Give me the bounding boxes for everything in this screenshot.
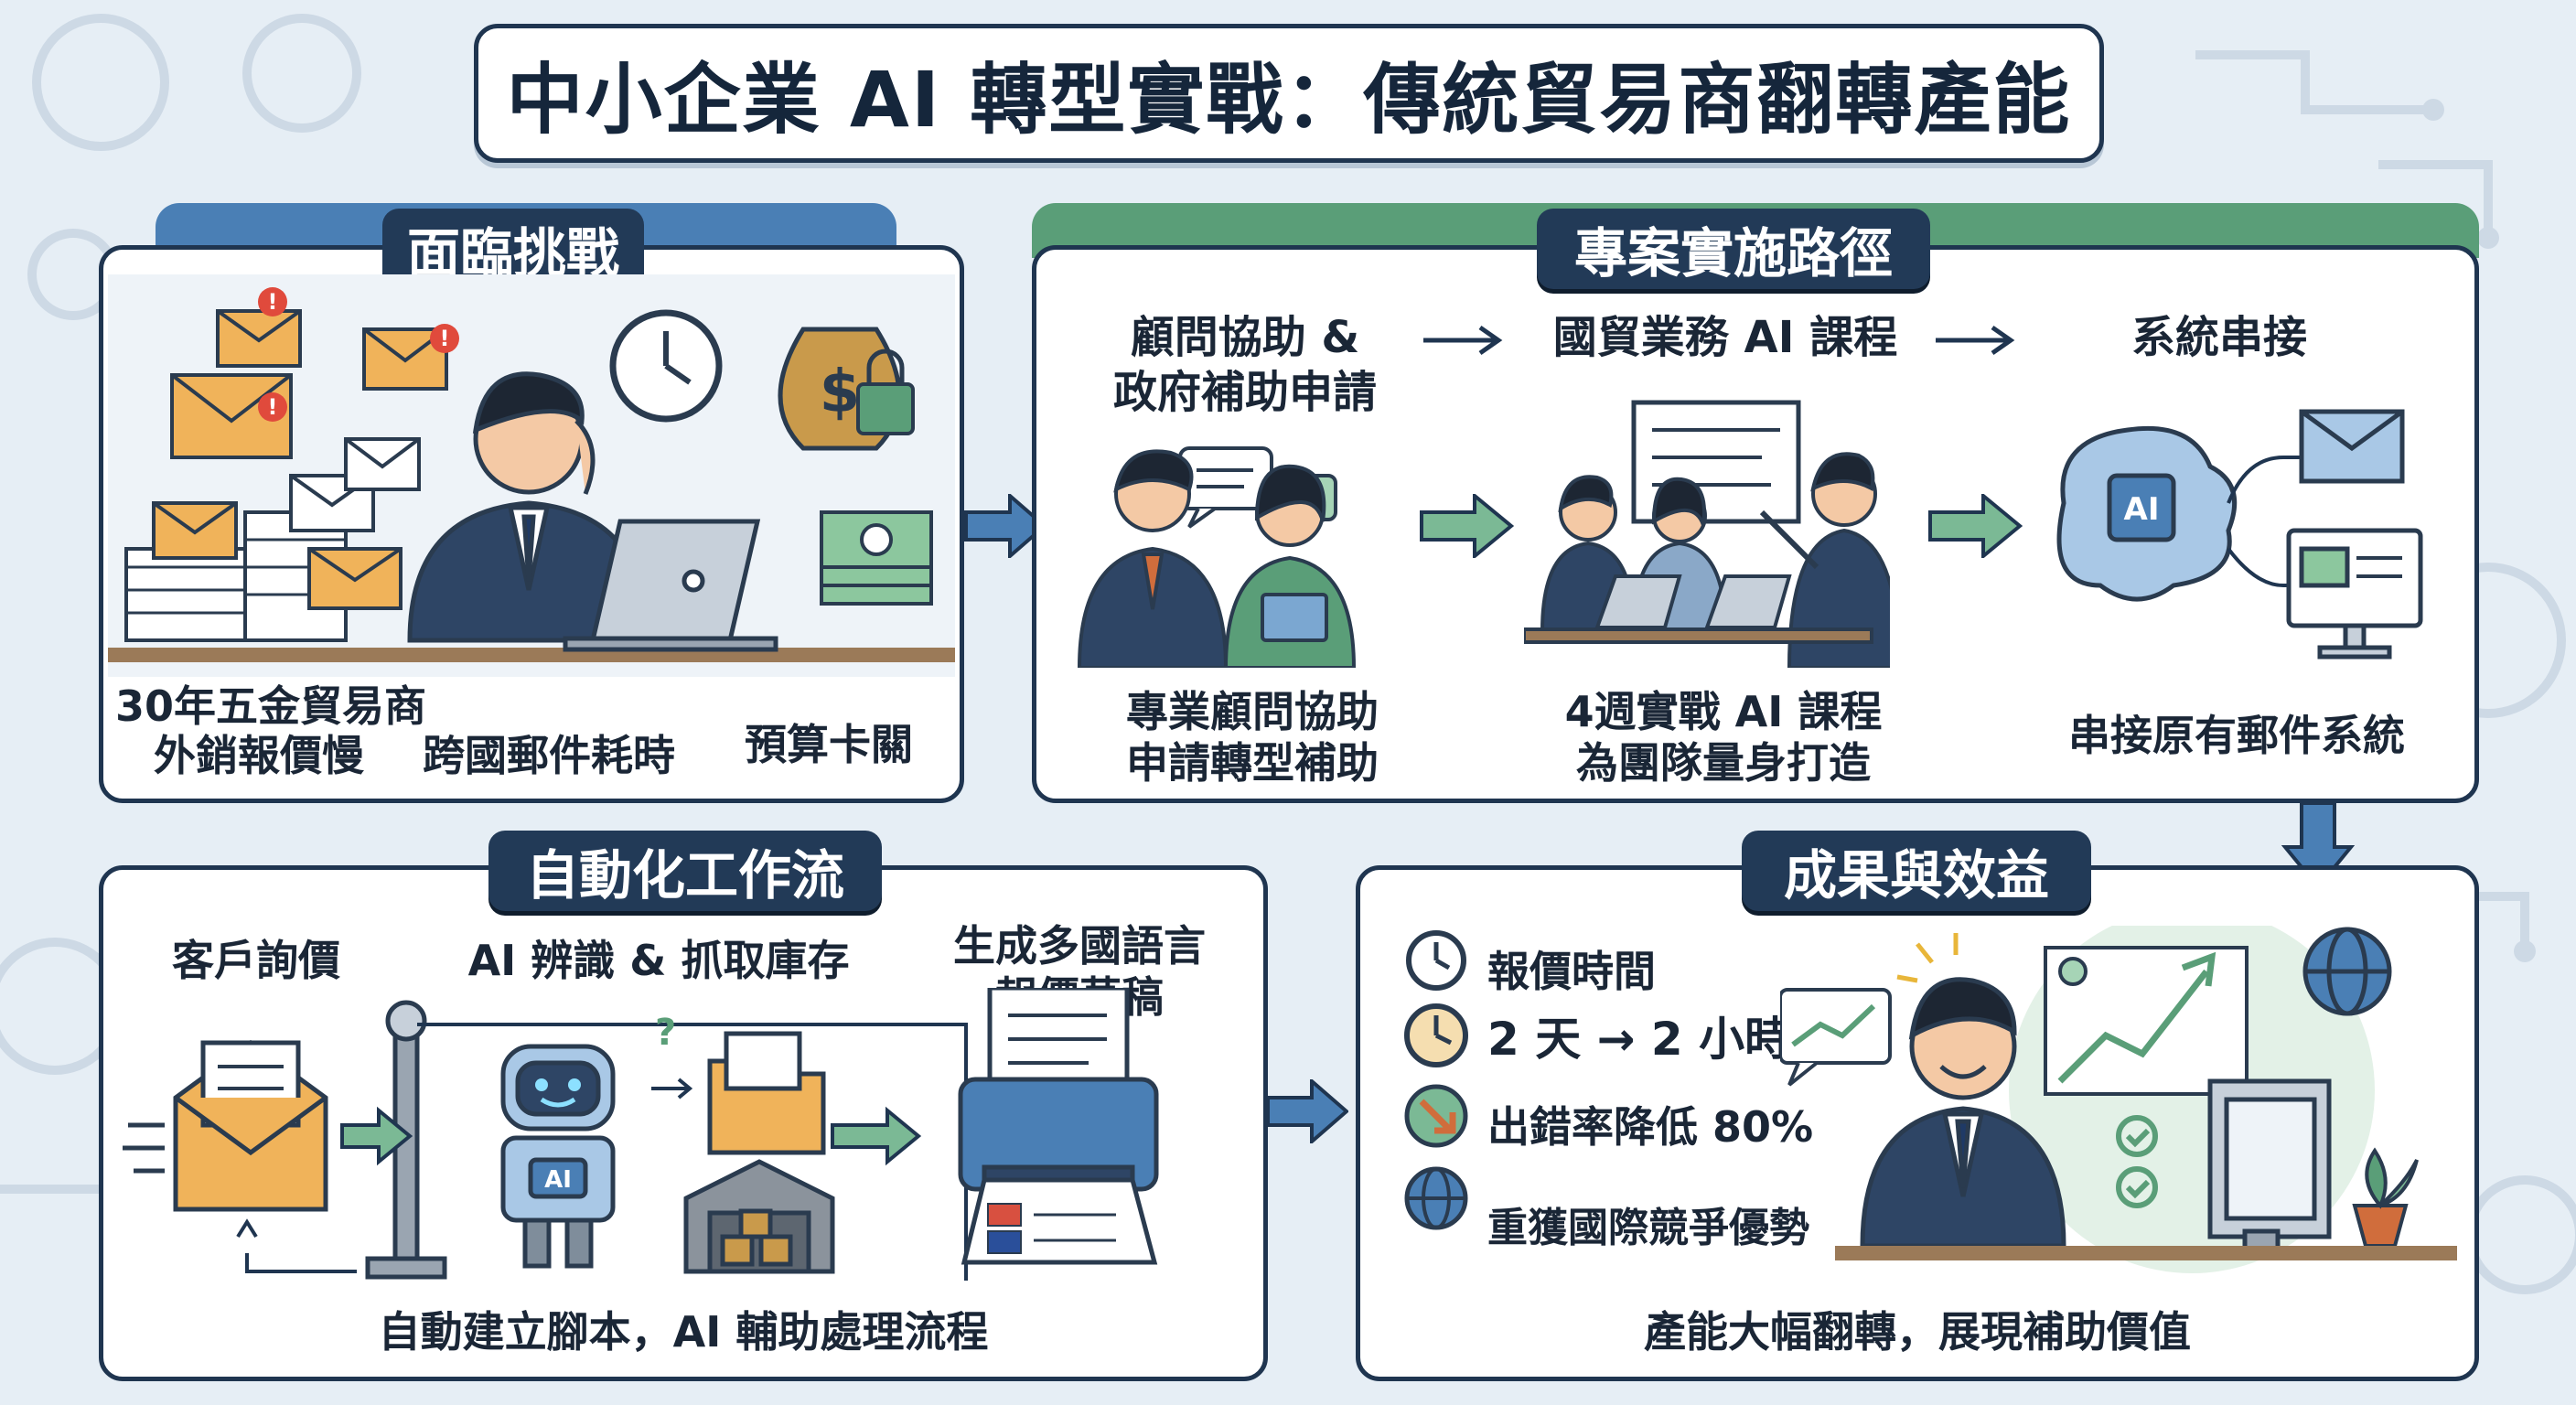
results-caption: 產能大幅翻轉，展現補助價值 xyxy=(1644,1307,2191,1357)
folder-icon xyxy=(707,1031,826,1155)
laptop-icon xyxy=(563,519,778,652)
step1-caption-line1: 專業顧問協助 xyxy=(1126,687,1379,736)
arrow-right-icon xyxy=(1266,1079,1348,1143)
monitor-icon xyxy=(2207,1078,2332,1252)
workflow-caption: 自動建立腳本，AI 輔助處理流程 xyxy=(378,1307,989,1357)
stressed-businessman xyxy=(407,371,650,643)
step2-caption-line2: 為團隊量身打造 xyxy=(1576,738,1871,788)
plant-icon xyxy=(2352,1147,2419,1248)
robot-icon: AI xyxy=(500,1044,616,1269)
svg-text:!: ! xyxy=(268,289,278,315)
consultant-meeting-illustration xyxy=(1077,446,1357,668)
step3-caption: 串接原有郵件系統 xyxy=(2068,711,2405,760)
workflow-tab: 自動化工作流 xyxy=(488,831,882,911)
workflow-illustration: AI ? xyxy=(123,988,1159,1281)
step1-caption-line2: 申請轉型補助 xyxy=(1126,738,1379,788)
happy-businessman xyxy=(1860,977,2066,1249)
arrow-right-icon xyxy=(1936,325,2015,356)
envelope-icon xyxy=(173,1039,328,1212)
challenge-budget-label: 預算卡關 xyxy=(745,720,913,769)
title-banner: 中小企業 AI 轉型實戰：傳統貿易商翻轉產能 xyxy=(474,24,2104,163)
workflow-step2-label: AI 辨識 & 抓取庫存 xyxy=(467,936,850,985)
alert-icon: ! ! ! xyxy=(258,287,459,422)
result-competitive-label: 重獲國際競爭優勢 xyxy=(1487,1205,1809,1251)
step3-title: 系統串接 xyxy=(2131,312,2307,363)
step2-caption-line1: 4週實戰 AI 課程 xyxy=(1564,687,1883,736)
page-title: 中小企業 AI 轉型實戰：傳統貿易商翻轉產能 xyxy=(506,54,2072,145)
growth-chart-icon xyxy=(1780,988,1892,1087)
robot-label: AI xyxy=(544,1166,572,1194)
ai-chip-label: AI xyxy=(2124,491,2160,528)
results-tab: 成果與效益 xyxy=(1742,831,2091,911)
globe-icon xyxy=(1404,1166,1468,1230)
step2-title: 國貿業務 AI 課程 xyxy=(1552,312,1898,363)
challenge-company-label: 30年五金貿易商 xyxy=(115,681,427,731)
warehouse-icon xyxy=(683,1159,835,1274)
decrease-arrow-icon xyxy=(1404,1084,1468,1148)
svg-text:$: $ xyxy=(820,359,861,426)
printer-icon xyxy=(958,988,1159,1265)
result-time-label: 報價時間 xyxy=(1487,947,1656,996)
lock-icon xyxy=(856,349,915,435)
clock-icon xyxy=(609,309,723,423)
workflow-step1-label: 客戶詢價 xyxy=(172,936,340,985)
arrow-right-icon xyxy=(1423,325,1503,356)
step1-title-line2: 政府補助申請 xyxy=(1112,367,1377,418)
clock-icon xyxy=(1406,930,1466,991)
paper-stack-icon xyxy=(124,510,348,642)
svg-text:!: ! xyxy=(268,394,278,420)
arrow-right-icon xyxy=(1420,494,1515,558)
growth-chart-icon xyxy=(2044,946,2249,1096)
monitor-icon xyxy=(2286,528,2423,660)
challenge-quote-label: 外銷報價慢 xyxy=(154,731,364,780)
ai-course-classroom-illustration xyxy=(1524,400,1890,668)
svg-text:!: ! xyxy=(440,326,450,351)
arrow-right-icon xyxy=(340,1106,922,1166)
checkmark-icon xyxy=(2116,1115,2158,1208)
clock-icon xyxy=(1404,1003,1468,1067)
cash-stack-icon xyxy=(820,510,933,606)
arrow-right-icon xyxy=(964,494,1046,558)
step1-title-line1: 顧問協助 & xyxy=(1130,312,1360,363)
success-illustration xyxy=(1780,926,2457,1273)
challenge-email-label: 跨國郵件耗時 xyxy=(423,731,675,780)
ai-brain-icon: AI xyxy=(2056,425,2238,602)
svg-text:?: ? xyxy=(655,1012,676,1054)
roadmap-tab: 專案實施路徑 xyxy=(1537,209,1930,289)
challenges-illustration: ! ! ! $ xyxy=(108,274,955,677)
system-integration-illustration: AI xyxy=(2056,409,2423,660)
result-time-value: 2 天 → 2 小時 xyxy=(1487,1013,1791,1066)
workflow-step3-line1: 生成多國語言 xyxy=(953,921,1206,971)
arrow-right-icon xyxy=(1928,494,2023,558)
result-error-label: 出錯率降低 80% xyxy=(1487,1102,1814,1152)
envelope-icon xyxy=(2299,409,2405,484)
results-icon-column xyxy=(1404,930,1468,1230)
globe-icon xyxy=(2302,927,2392,1016)
